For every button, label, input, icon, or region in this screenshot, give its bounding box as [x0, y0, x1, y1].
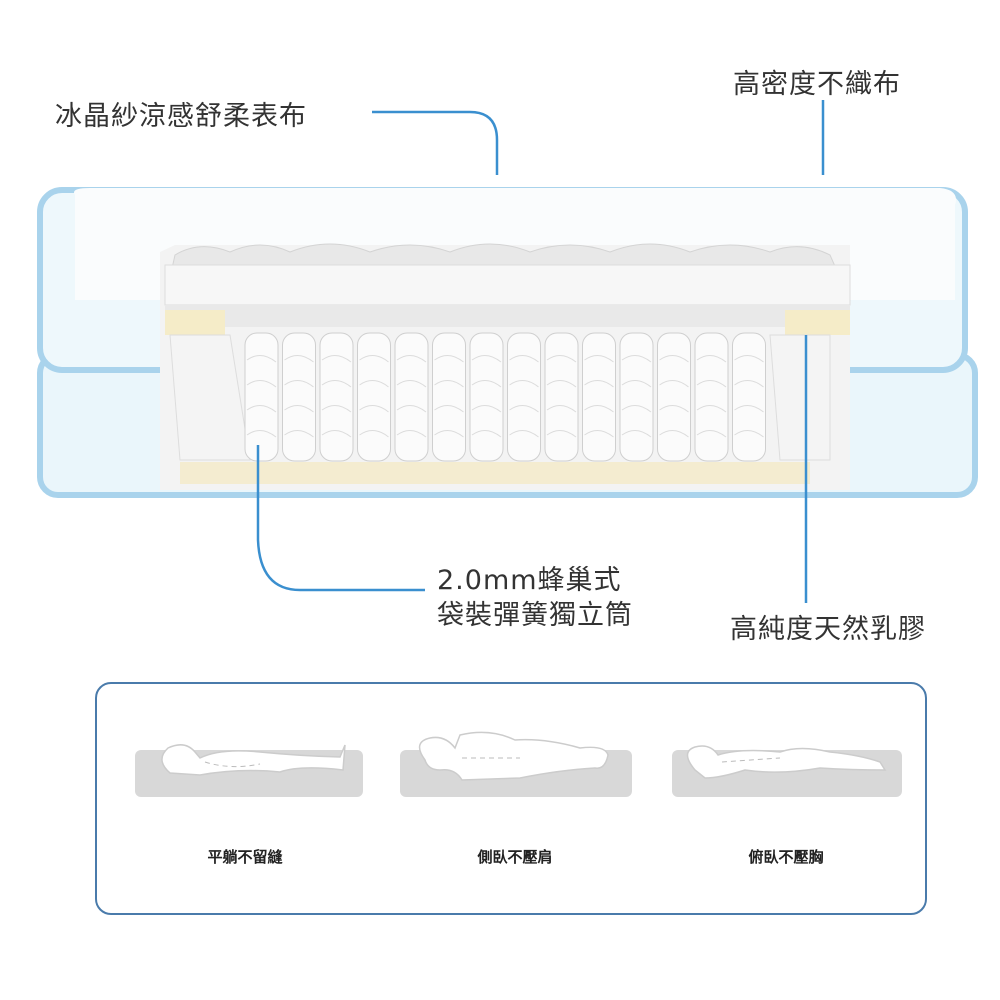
- position-label-stomach: 俯臥不壓胸: [748, 848, 824, 866]
- position-label-back: 平躺不留縫: [207, 848, 283, 866]
- callout-top-fabric: 冰晶紗涼感舒柔表布: [55, 101, 307, 132]
- back-sleeping-figure: [135, 744, 363, 797]
- spring-coil: [432, 332, 466, 462]
- callout-line-top-fabric: [372, 110, 499, 175]
- position-label-side: 側臥不壓肩: [477, 848, 553, 866]
- spring-coil: [507, 332, 541, 462]
- callout-nonwoven: 高密度不織布: [733, 69, 901, 100]
- spring-coil: [544, 332, 579, 462]
- spring-coil: [732, 332, 766, 462]
- pocket-springs: [244, 332, 766, 462]
- callout-line-springs: [256, 445, 425, 592]
- callout-springs-line2: 袋裝彈簧獨立筒: [437, 600, 633, 631]
- spring-coil: [394, 332, 429, 462]
- spring-coil: [657, 332, 691, 462]
- spring-coil: [619, 332, 654, 462]
- spring-coil: [319, 332, 354, 462]
- stomach-sleeping-figure: [672, 745, 902, 797]
- side-sleeping-figure: [400, 731, 632, 797]
- spring-coil: [244, 332, 279, 462]
- spring-coil: [357, 332, 391, 462]
- spring-coil: [282, 332, 316, 462]
- spring-coil: [582, 332, 616, 462]
- sleep-positions-panel: [95, 682, 927, 915]
- spring-coil: [469, 332, 504, 462]
- callout-latex: 高純度天然乳膠: [730, 614, 926, 645]
- callout-springs-line1: 2.0mm蜂巢式: [437, 565, 622, 596]
- spring-coil: [694, 332, 729, 462]
